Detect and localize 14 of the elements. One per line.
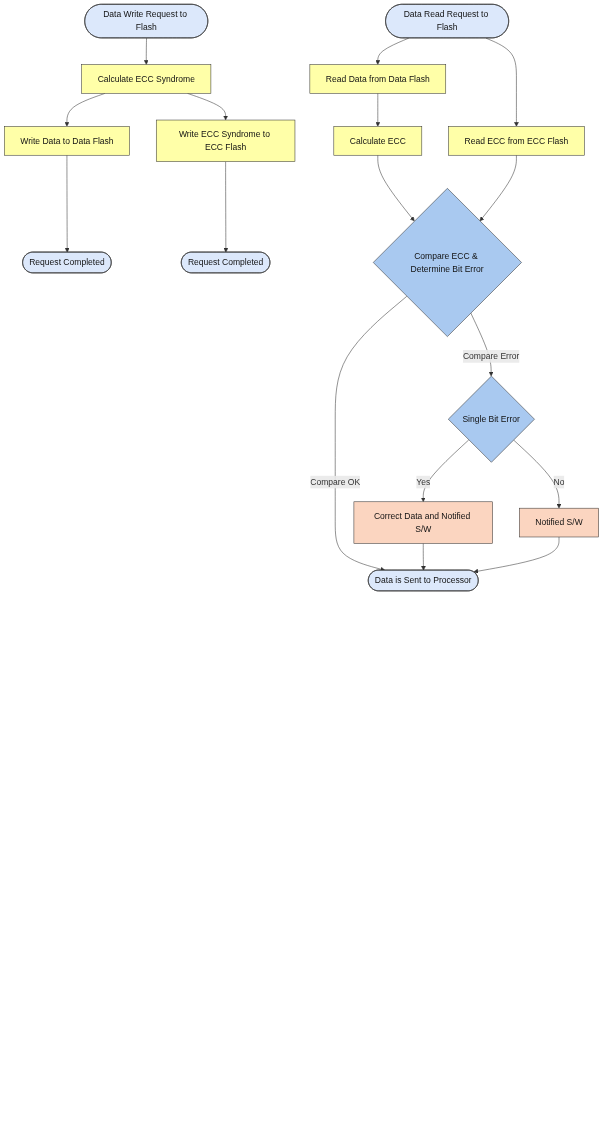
edge-label: Compare OK	[310, 477, 361, 487]
node-diamond: Single Bit Error	[448, 375, 535, 463]
node-box: Write ECC Syndrome to ECC Flash	[156, 119, 296, 162]
edge-label: Compare Error	[462, 351, 520, 361]
node-box: Notified S/W	[519, 507, 599, 538]
edge-label: Yes	[416, 477, 431, 487]
node-box: Correct Data and Notified S/W	[353, 501, 493, 544]
node-box: Read ECC from ECC Flash	[448, 126, 585, 156]
node-diamond: Compare ECC & Determine Bit Error	[372, 188, 522, 337]
node-box: Calculate ECC	[333, 126, 423, 156]
node-box: Calculate ECC Syndrome	[81, 64, 212, 94]
node-box: Read Data from Data Flash	[309, 64, 447, 94]
edge-label: No	[553, 477, 565, 487]
node-box: Write Data to Data Flash	[4, 126, 130, 156]
